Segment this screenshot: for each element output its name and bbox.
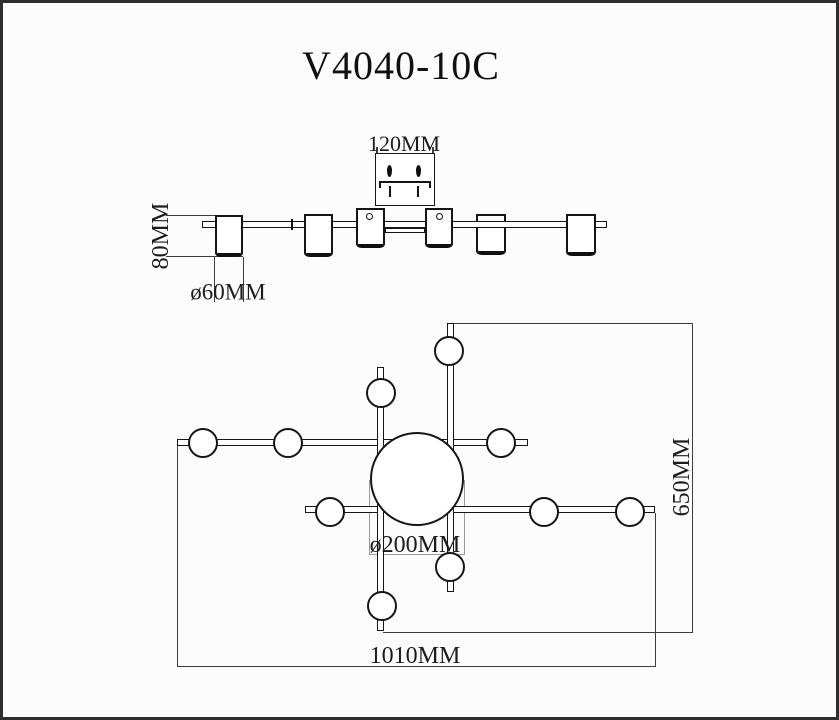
shade-cylinder-1: [215, 215, 243, 257]
shade-cylinder-3: [356, 208, 385, 248]
dim-1010-line: [177, 666, 656, 667]
dim-60-right-extension: [243, 257, 244, 302]
bulb-circle-10: [367, 591, 397, 621]
mounting-bracket-bar: [379, 181, 431, 183]
bulb-circle-9: [435, 552, 465, 582]
screw-hole-left: [366, 213, 373, 220]
shade-cylinder-2: [304, 214, 333, 257]
shade-cylinder-6: [566, 214, 596, 256]
mounting-screw-dot-right: [416, 165, 421, 177]
dim-80-label: 80MM: [148, 202, 174, 270]
dim-200-label: ø200MM: [369, 532, 461, 558]
dim-1010-right-extension: [655, 513, 656, 667]
dim-650-top-extension: [454, 323, 693, 324]
shade-cylinder-5: [476, 214, 506, 255]
dim-1010-label: 1010MM: [369, 643, 461, 669]
plan-arm-top-horizontal: [177, 439, 528, 446]
drawing-title: V4040-10C: [302, 43, 500, 88]
dim-60-label: ø60MM: [190, 279, 266, 305]
bulb-circle-1: [188, 428, 218, 458]
bulb-circle-7: [529, 497, 559, 527]
mounting-screw-dot-left: [387, 165, 392, 177]
mounting-bracket-hook-right: [429, 181, 431, 188]
dim-120-right-tick: [432, 147, 434, 154]
bulb-circle-2: [273, 428, 303, 458]
center-plate-circle: [370, 432, 464, 526]
dim-650-bottom-extension: [383, 632, 693, 633]
bulb-circle-8: [615, 497, 645, 527]
mounting-screw-stem-left: [389, 186, 391, 197]
canopy-box: [375, 153, 435, 206]
dim-120-left-tick: [376, 147, 378, 154]
side-view-support-bar: [202, 221, 607, 228]
dim-200-left-extension: [369, 480, 370, 555]
dim-650-label: 650MM: [669, 437, 695, 517]
screw-hole-right: [436, 213, 443, 220]
dim-1010-left-extension: [177, 443, 178, 667]
dim-80-top-extension: [166, 215, 215, 216]
bulb-circle-6: [315, 497, 345, 527]
plan-arm-bottom-horizontal: [305, 506, 655, 513]
bulb-circle-3: [486, 428, 516, 458]
center-link-bar: [385, 228, 425, 233]
mounting-bracket-hook-left: [379, 181, 381, 188]
bulb-circle-4: [366, 378, 396, 408]
dim-650-line: [692, 323, 693, 633]
bulb-circle-5: [434, 336, 464, 366]
mounting-screw-stem-right: [417, 186, 419, 197]
dim-60-left-extension: [214, 257, 215, 302]
dim-200-right-extension: [464, 480, 465, 555]
bar-joint-tick: [291, 219, 293, 230]
dim-80-bottom-extension: [166, 256, 243, 257]
dim-200-line: [369, 554, 465, 555]
dim-120-label: 120MM: [367, 131, 441, 156]
